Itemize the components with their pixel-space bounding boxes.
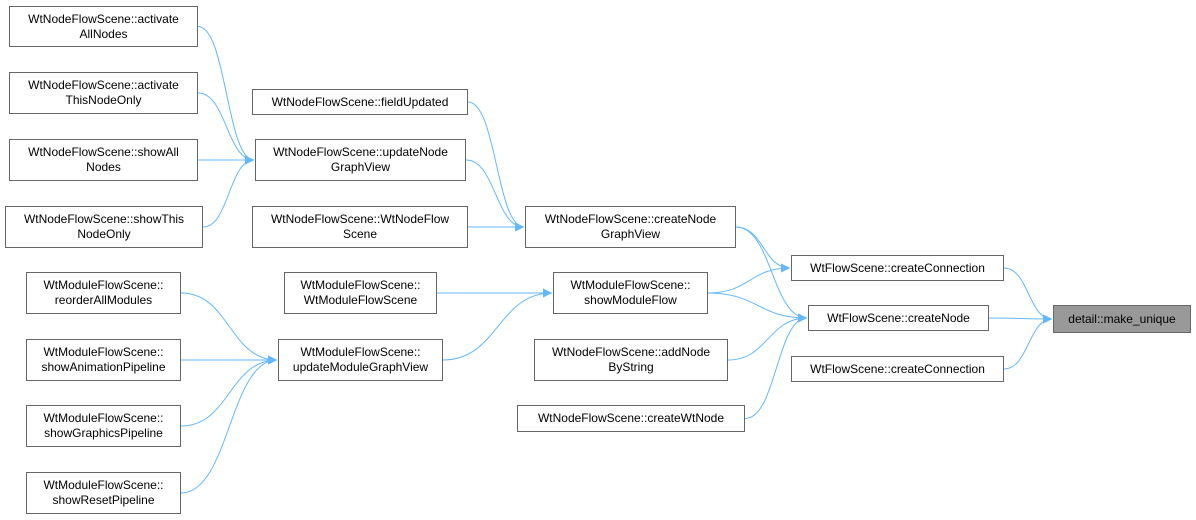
edge-showModuleFlow-to-createConnection1 [707,263,791,294]
node-wtnodeflowscene-constructor[interactable]: WtNodeFlowScene::WtNodeFlow Scene [252,206,468,248]
node-label-line: WtFlowScene::createConnection [810,260,985,275]
node-label-line: AllNodes [79,26,128,41]
node-label-line: Nodes [86,160,121,174]
edge-createNodeGraphView-to-createNode [735,226,808,323]
node-label-line: reorderAllModules [54,293,153,307]
node-label-line: showAnimationPipeline [41,360,166,374]
node-label-line: WtFlowScene::createConnection [810,361,985,376]
node-label-line: WtNodeFlowScene::createWtNode [537,411,725,425]
edge-showModuleFlow-to-createNode [707,292,808,323]
edge-createNode-to-make_unique [988,314,1053,324]
node-wtnodeflowscene-addnodebystring[interactable]: WtNodeFlowScene::addNode ByString [534,339,728,381]
edge-updateNodeGraphView-to-createNodeGraphView [465,159,525,232]
node-label-line: WtNodeFlowScene::showAll [28,145,179,159]
node-wtnodeflowscene-updatenodegraphview[interactable]: WtNodeFlowScene::updateNode GraphView [255,139,466,181]
node-label-line: WtNodeFlowScene::createNode [544,212,717,226]
node-wtmoduleflowscene-showgraphicspipeline[interactable]: WtModuleFlowScene:: showGraphicsPipeline [26,405,181,447]
edge-createWtNode-to-createNode [744,313,808,419]
node-label-line: ThisNodeOnly [65,93,142,107]
node-wtflowscene-createnode[interactable]: WtFlowScene::createNode [808,305,989,331]
node-wtflowscene-createconnection-bottom[interactable]: WtFlowScene::createConnection [791,356,1004,382]
edge-showThisNodeOnly-to-updateNodeGraphView [202,155,255,228]
node-label-line: WtNodeFlowScene::fieldUpdated [271,94,449,109]
node-label-line: WtModuleFlowScene:: [300,278,421,292]
edge-updateModuleGraphView-to-showModuleFlow [442,288,553,361]
edge-activateThisNodeOnly-to-updateNodeGraphView [197,92,255,165]
node-label-line: NodeOnly [77,227,131,241]
node-label-line: WtModuleFlowScene [303,293,418,307]
edge-showGraphicsPipeline-to-updateModuleGraphView [180,355,278,427]
node-label-line: ByString [608,360,654,374]
node-wtmoduleflowscene-constructor[interactable]: WtModuleFlowScene:: WtModuleFlowScene [284,272,437,314]
edge-activateAllNodes-to-updateNodeGraphView [197,26,255,165]
node-label-line: GraphView [600,227,661,241]
node-label-line: WtNodeFlowScene::activate [28,11,179,26]
node-wtnodeflowscene-fieldupdated[interactable]: WtNodeFlowScene::fieldUpdated [252,89,468,115]
edge-showResetPipeline-to-updateModuleGraphView [180,355,278,494]
node-wtnodeflowscene-activateallnodes[interactable]: WtNodeFlowScene::activate AllNodes [9,6,198,47]
edge-createNodeGraphView-to-createConnection1 [735,226,791,273]
node-label-line: WtNodeFlowScene::addNode [551,345,711,359]
node-wtnodeflowscene-createnodegraphview[interactable]: WtNodeFlowScene::createNode GraphView [525,206,736,248]
node-label-line: GraphView [330,160,391,174]
node-label-line: WtFlowScene::createNode [827,310,970,325]
node-wtmoduleflowscene-showanimationpipeline[interactable]: WtModuleFlowScene:: showAnimationPipelin… [26,339,181,381]
edge-createConnection1-to-make_unique [1003,267,1053,324]
node-label-line: WtModuleFlowScene:: [570,278,691,292]
edge-addNodeByString-to-createNode [727,313,808,361]
node-wtnodeflowscene-activatethisnodeonly[interactable]: WtNodeFlowScene::activate ThisNodeOnly [9,72,198,114]
node-label-line: showGraphicsPipeline [44,426,163,440]
node-label-line: detail::make_unique [1068,311,1176,326]
node-wtmoduleflowscene-updatemodulegraphview[interactable]: WtModuleFlowScene:: updateModuleGraphVie… [278,339,443,381]
node-wtmoduleflowscene-showresetpipeline[interactable]: WtModuleFlowScene:: showResetPipeline [26,472,181,514]
edge-fieldUpdated-to-createNodeGraphView [467,101,525,232]
node-label-line: Scene [342,227,378,241]
node-wtnodeflowscene-showallnodes[interactable]: WtNodeFlowScene::showAll Nodes [9,139,198,181]
node-label-line: updateModuleGraphView [292,360,429,374]
node-wtmoduleflowscene-showmoduleflow[interactable]: WtModuleFlowScene:: showModuleFlow [553,272,708,314]
node-wtflowscene-createconnection-top[interactable]: WtFlowScene::createConnection [791,255,1004,281]
node-label-line: WtModuleFlowScene:: [43,345,164,359]
node-label-line: WtNodeFlowScene::updateNode [273,145,448,159]
node-label-line: WtNodeFlowScene::WtNodeFlow [270,212,450,226]
node-label-line: WtModuleFlowScene:: [43,278,164,292]
node-label-line: showModuleFlow [584,293,677,307]
node-label-line: showResetPipeline [52,493,155,507]
edge-createConnection2-to-make_unique [1003,314,1053,370]
node-wtnodeflowscene-createwtnode[interactable]: WtNodeFlowScene::createWtNode [517,405,745,432]
node-wtnodeflowscene-showthisnodeonly[interactable]: WtNodeFlowScene::showThis NodeOnly [5,206,203,248]
node-label-line: WtModuleFlowScene:: [43,478,164,492]
node-wtmoduleflowscene-reorderallmodules[interactable]: WtModuleFlowScene:: reorderAllModules [26,272,181,314]
node-label-line: WtNodeFlowScene::showThis [23,212,185,226]
node-label-line: WtNodeFlowScene::activate [28,78,179,92]
edge-reorderAllModules-to-updateModuleGraphView [180,292,278,365]
node-label-line: WtModuleFlowScene:: [43,411,164,425]
node-label-line: WtModuleFlowScene:: [300,345,421,359]
node-detail-make-unique[interactable]: detail::make_unique [1053,305,1191,333]
